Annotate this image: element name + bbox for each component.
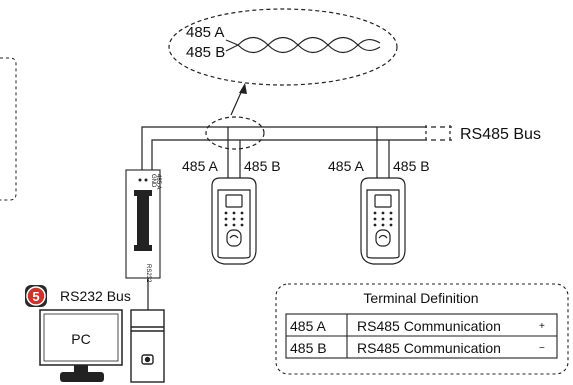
twisted-label-b: 485 B bbox=[186, 44, 225, 61]
device1-label-b: 485 B bbox=[244, 158, 281, 174]
converter-port-a: 485 A bbox=[155, 174, 161, 189]
device2-label-b: 485 B bbox=[393, 158, 430, 174]
terminal-row1-definition: RS485 Communication bbox=[357, 318, 501, 334]
device2-label-a: 485 A bbox=[328, 158, 364, 174]
rs232-rs485-converter bbox=[125, 169, 161, 279]
converter-rs232-label: RS232 bbox=[145, 264, 151, 283]
twisted-label-a: 485 A bbox=[186, 24, 224, 41]
device-drops bbox=[227, 127, 390, 178]
terminal-row2-definition: RS485 Communication bbox=[357, 340, 501, 356]
callout-arrowhead bbox=[239, 83, 247, 94]
pc-monitor bbox=[39, 309, 123, 382]
step-badge-number: 5 bbox=[32, 289, 39, 304]
cropped-dashed-box bbox=[0, 57, 17, 201]
bus-highlight-circle bbox=[205, 116, 265, 150]
terminal-row2-terminal: 485 B bbox=[290, 340, 327, 356]
step-badge bbox=[25, 285, 47, 307]
pc-tower bbox=[130, 309, 165, 383]
fingerprint-reader-2 bbox=[360, 177, 406, 265]
bus-label: RS485 Bus bbox=[460, 126, 541, 143]
rs485-bus-lines bbox=[141, 125, 452, 170]
converter-port-gnd: GND bbox=[150, 174, 156, 188]
device1-label-a: 485 A bbox=[182, 158, 218, 174]
terminal-row1-terminal: 485 A bbox=[290, 318, 326, 334]
terminal-definition-table bbox=[285, 313, 558, 359]
rs232-bus-label: RS232 Bus bbox=[60, 288, 131, 304]
terminal-definition-box bbox=[275, 283, 569, 375]
fingerprint-reader-1 bbox=[211, 177, 257, 265]
terminal-row2-sign: − bbox=[539, 343, 545, 354]
pc-label: PC bbox=[71, 331, 90, 347]
terminal-definition-title: Terminal Definition bbox=[363, 290, 478, 306]
terminal-row1-sign: + bbox=[539, 321, 545, 332]
twisted-pair-callout bbox=[168, 8, 398, 86]
twisted-wire bbox=[237, 36, 381, 54]
